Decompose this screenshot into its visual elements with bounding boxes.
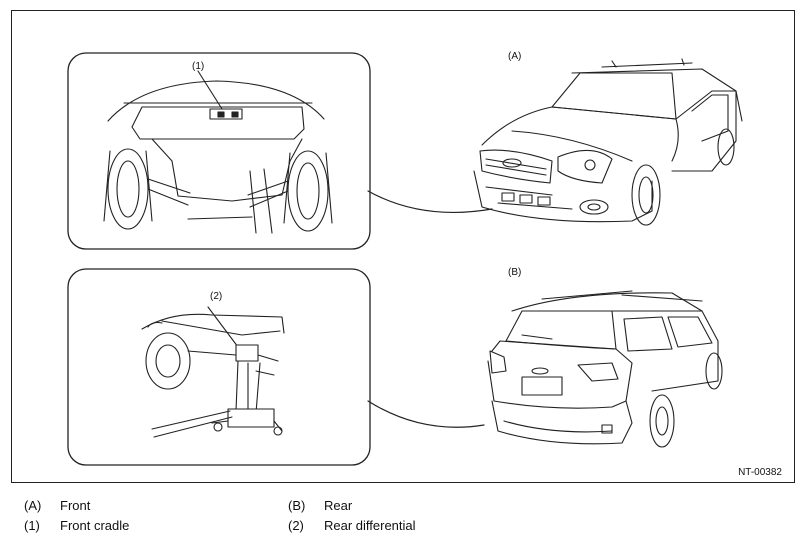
front-cradle-inset	[67, 52, 371, 250]
rear-differential-inset	[67, 268, 371, 466]
legend-value: Rear differential	[324, 518, 416, 533]
callout-rear-view: (B)	[508, 267, 522, 278]
legend-key: (A)	[24, 498, 42, 513]
front-car-illustration	[473, 58, 743, 226]
rear-leader-line	[367, 400, 485, 428]
callout-front-view: (A)	[508, 51, 522, 62]
rear-car-illustration	[487, 290, 723, 448]
figure-code: NT-00382	[738, 467, 782, 478]
legend-value: Front cradle	[60, 518, 130, 533]
legend-key: (1)	[24, 518, 40, 533]
callout-front-cradle: (1)	[192, 61, 205, 72]
callout-rear-differential: (2)	[210, 291, 223, 302]
legend-key: (B)	[288, 498, 306, 513]
front-leader-line	[367, 190, 493, 213]
figure-frame: (1) (A) (2) (B) NT-00382	[11, 10, 795, 483]
legend-value: Front	[60, 498, 91, 513]
illustration	[67, 52, 743, 466]
legend-value: Rear	[324, 498, 353, 513]
legend-key: (2)	[288, 518, 304, 533]
